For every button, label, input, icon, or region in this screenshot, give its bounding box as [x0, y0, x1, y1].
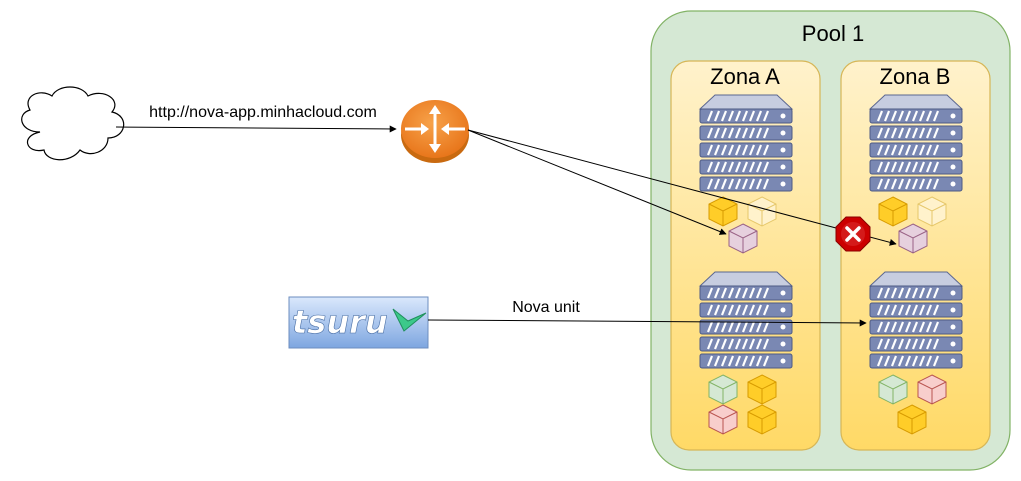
url-edge-label: http://nova-app.minhacloud.com: [149, 104, 377, 121]
server-icon: [870, 272, 962, 368]
check-icon: [392, 308, 427, 332]
zone-b: Zona B: [840, 60, 991, 451]
container-cube-icon: [708, 374, 738, 405]
tsuru-logo: tsuru: [288, 296, 429, 349]
server-icon: [700, 272, 792, 368]
container-cube-icon: [897, 404, 927, 435]
zone-b-title: Zona B: [880, 64, 951, 89]
container-cube-icon: [708, 196, 738, 227]
container-cube-icon: [917, 374, 947, 405]
container-cube-icon: [878, 374, 908, 405]
container-cube-icon: [708, 404, 738, 435]
container-cube-icon: [747, 374, 777, 405]
container-cube-icon: [728, 223, 758, 254]
zone-a-title: Zona A: [710, 64, 780, 89]
router-icon: [401, 100, 469, 163]
cloud-icon: [21, 86, 125, 161]
url-edge: http://nova-app.minhacloud.com: [115, 104, 397, 133]
container-cube-icon: [898, 223, 928, 254]
server-icon: [700, 95, 792, 191]
pool-title: Pool 1: [802, 21, 864, 46]
route-edge-zone-b: [467, 129, 897, 246]
server-icon: [870, 95, 962, 191]
new-unit-edge: Nova unit: [427, 299, 867, 327]
container-cube-icon: [747, 404, 777, 435]
error-x-icon: [835, 216, 871, 252]
zone-a: Zona A: [670, 60, 821, 451]
new-unit-edge-label: Nova unit: [512, 299, 580, 316]
container-cube-icon: [917, 196, 947, 227]
tsuru-logo-text: tsuru: [292, 303, 388, 341]
container-cube-icon: [878, 196, 908, 227]
route-edge-zone-a: [467, 129, 727, 235]
container-cube-icon: [747, 196, 777, 227]
